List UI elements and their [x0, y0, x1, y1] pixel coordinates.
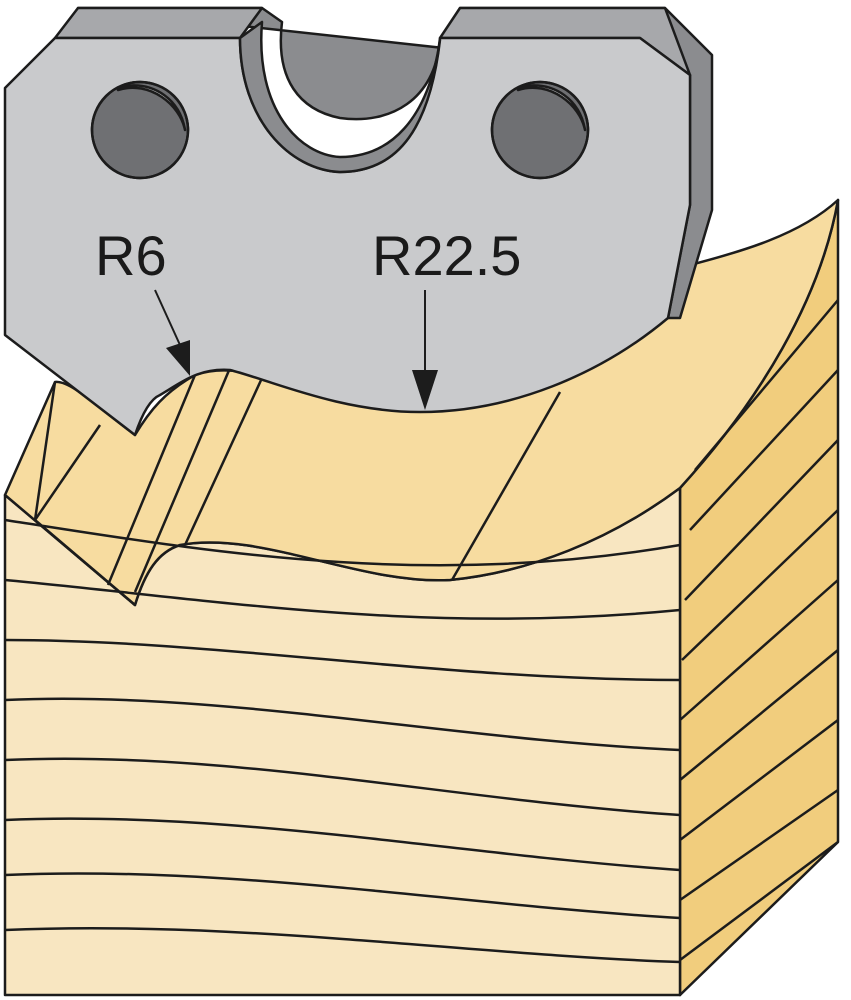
- leader-line-r6: [154, 289, 181, 346]
- wood-grain-front: [4, 518, 681, 964]
- label-r6: R6: [95, 224, 167, 287]
- wood-grain-side: [679, 299, 839, 962]
- wood-grain-top-5: [183, 377, 264, 546]
- arrow-head-r6-icon: [166, 340, 190, 376]
- wood-grain-top-3: [106, 374, 197, 586]
- mounting-hole-left: [90, 80, 190, 180]
- dimension-r6: R6: [95, 224, 190, 376]
- wood-grain-top-4: [133, 367, 232, 593]
- wood-grain-top-6: [450, 391, 562, 581]
- arrow-head-r22-5-icon: [412, 370, 438, 410]
- knife-chamfer-left: [53, 6, 264, 40]
- mounting-hole-right: [490, 80, 590, 180]
- wood-grain-top-2: [33, 424, 136, 606]
- knife-arch-shadow: [238, 20, 442, 174]
- dimension-r22-5: R22.5: [372, 224, 521, 410]
- wood-block: [3, 198, 840, 997]
- label-r22-5: R22.5: [372, 224, 521, 287]
- wood-grain-top-1: [33, 381, 57, 521]
